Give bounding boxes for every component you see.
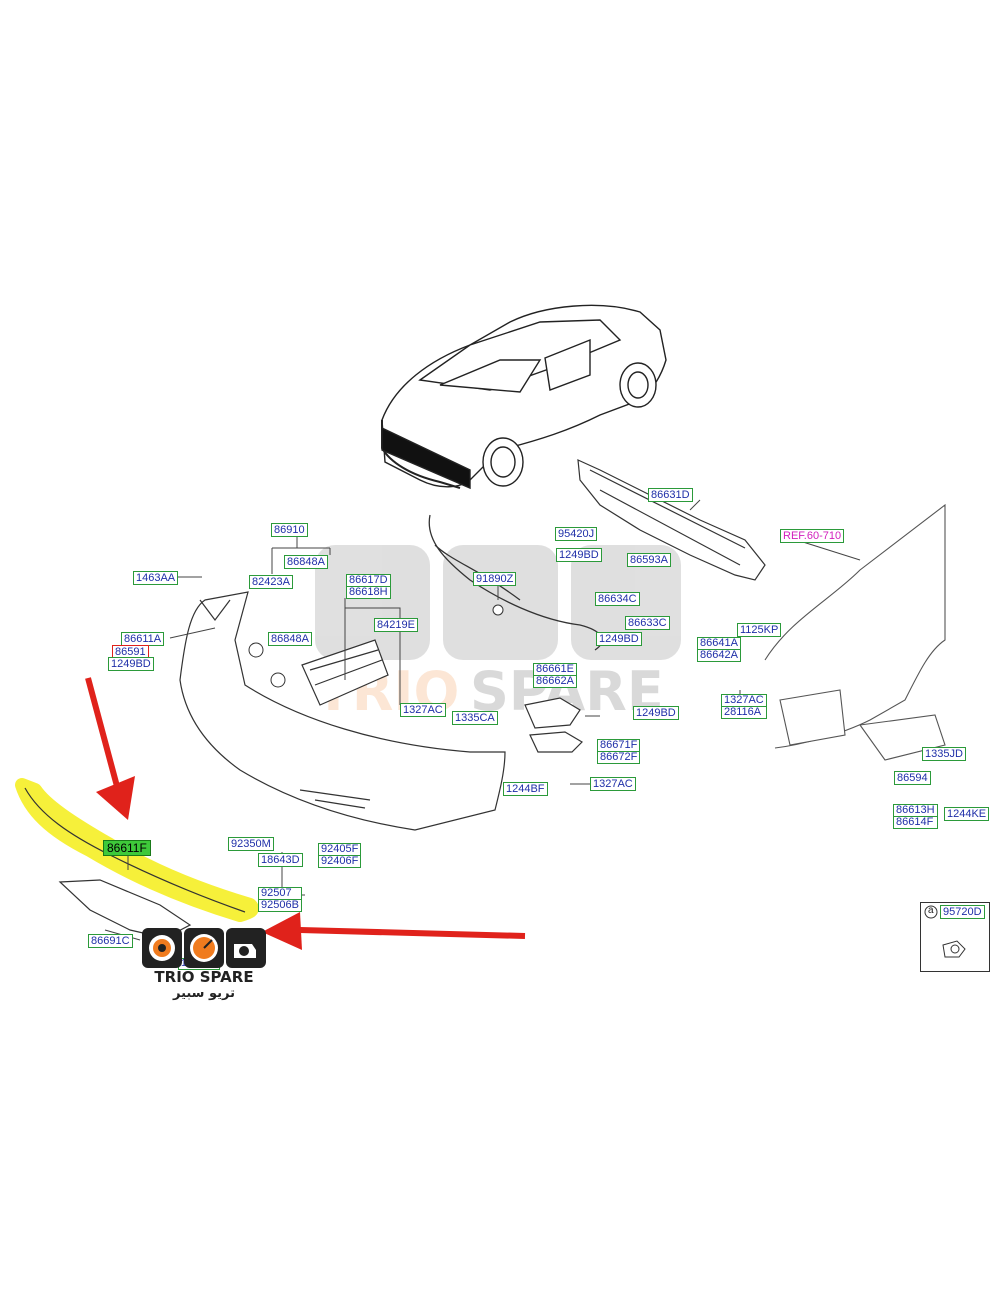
label-86642A: 86642A: [698, 649, 740, 661]
reference-box-drawing: [924, 905, 966, 958]
label-86618H: 86618H: [347, 586, 390, 598]
label-1327AC-mid: 1327AC: [400, 703, 446, 717]
label-ref-60-710: REF.60-710: [780, 529, 845, 543]
label-1335CA: 1335CA: [452, 711, 498, 725]
label-86691C: 86691C: [88, 934, 133, 948]
label-stack-92507: 92507 92506B: [258, 887, 302, 912]
label-92506B: 92506B: [259, 899, 301, 911]
label-91890Z: 91890Z: [473, 572, 517, 586]
label-18643D: 18643D: [258, 853, 303, 867]
label-28116A: 28116A: [722, 706, 766, 718]
label-stack-86617D: 86617D 86618H: [346, 574, 391, 599]
label-86634C: 86634C: [595, 592, 640, 606]
label-86591: 86591: [112, 645, 149, 659]
label-86641A: 86641A: [700, 637, 738, 649]
label-92406F: 92406F: [319, 855, 361, 867]
label-1249BD-c: 1249BD: [633, 706, 679, 720]
label-86662A: 86662A: [534, 675, 576, 687]
logo-brand-text: TRIO SPARE: [154, 968, 254, 986]
label-86633C: 86633C: [625, 616, 670, 630]
label-1463AA-top: 1463AA: [133, 571, 179, 585]
label-1327AC-right: 1327AC: [724, 694, 764, 706]
label-86614F: 86614F: [894, 816, 937, 828]
reflectors: [524, 697, 583, 753]
label-86671F: 86671F: [600, 739, 638, 751]
label-86593A: 86593A: [627, 553, 671, 567]
label-1249BD-a: 1249BD: [556, 548, 602, 562]
label-92350M: 92350M: [228, 837, 274, 851]
label-95420J: 95420J: [555, 527, 598, 541]
label-92507: 92507: [261, 887, 292, 899]
label-86631D: 86631D: [648, 488, 693, 502]
label-1125KP: 1125KP: [737, 623, 782, 637]
label-86611A: 86611A: [121, 632, 165, 646]
red-arrows: [85, 677, 526, 950]
label-stack-86613H: 86613H 86614F: [893, 804, 938, 829]
label-stack-86661E: 86661E 86662A: [533, 663, 577, 688]
bumper-cover: [179, 591, 506, 831]
label-86617D: 86617D: [349, 574, 388, 586]
quarter-panel: [764, 503, 946, 761]
logo-arabic-text: تريو سبير: [172, 986, 235, 1001]
label-stack-86641A: 86641A 86642A: [697, 637, 741, 662]
label-86594: 86594: [894, 771, 931, 785]
label-95720D: 95720D: [940, 905, 985, 919]
label-1327AC-low: 1327AC: [590, 777, 636, 791]
label-86848A-top: 86848A: [284, 555, 328, 569]
circle-a-letter: a: [928, 905, 934, 916]
label-1244BF: 1244BF: [503, 782, 548, 796]
label-stack-1327AC: 1327AC 28116A: [721, 694, 767, 719]
label-86672F: 86672F: [598, 751, 640, 763]
label-1249BD-b: 1249BD: [596, 632, 642, 646]
label-86611F-highlighted: 86611F: [103, 840, 151, 856]
label-1335JD: 1335JD: [922, 747, 966, 761]
ref-markers: [248, 604, 504, 688]
label-stack-92405F: 92405F 92406F: [318, 843, 362, 868]
logo-icons: [142, 928, 266, 968]
label-84219E: 84219E: [374, 618, 418, 632]
label-stack-86671F: 86671F 86672F: [597, 739, 641, 764]
reference-box-a: a 95720D: [920, 902, 990, 972]
label-1244KE: 1244KE: [944, 807, 990, 821]
label-1249BD-left: 1249BD: [108, 657, 154, 671]
trio-spare-logo: TRIO SPARE تريو سبير: [140, 926, 268, 1004]
label-86848A-mid: 86848A: [268, 632, 312, 646]
label-86661E: 86661E: [536, 663, 574, 675]
label-82423A: 82423A: [249, 575, 293, 589]
label-92405F: 92405F: [321, 843, 359, 855]
label-86910: 86910: [271, 523, 308, 537]
label-86613H: 86613H: [896, 804, 935, 816]
car-illustration: [381, 304, 667, 490]
